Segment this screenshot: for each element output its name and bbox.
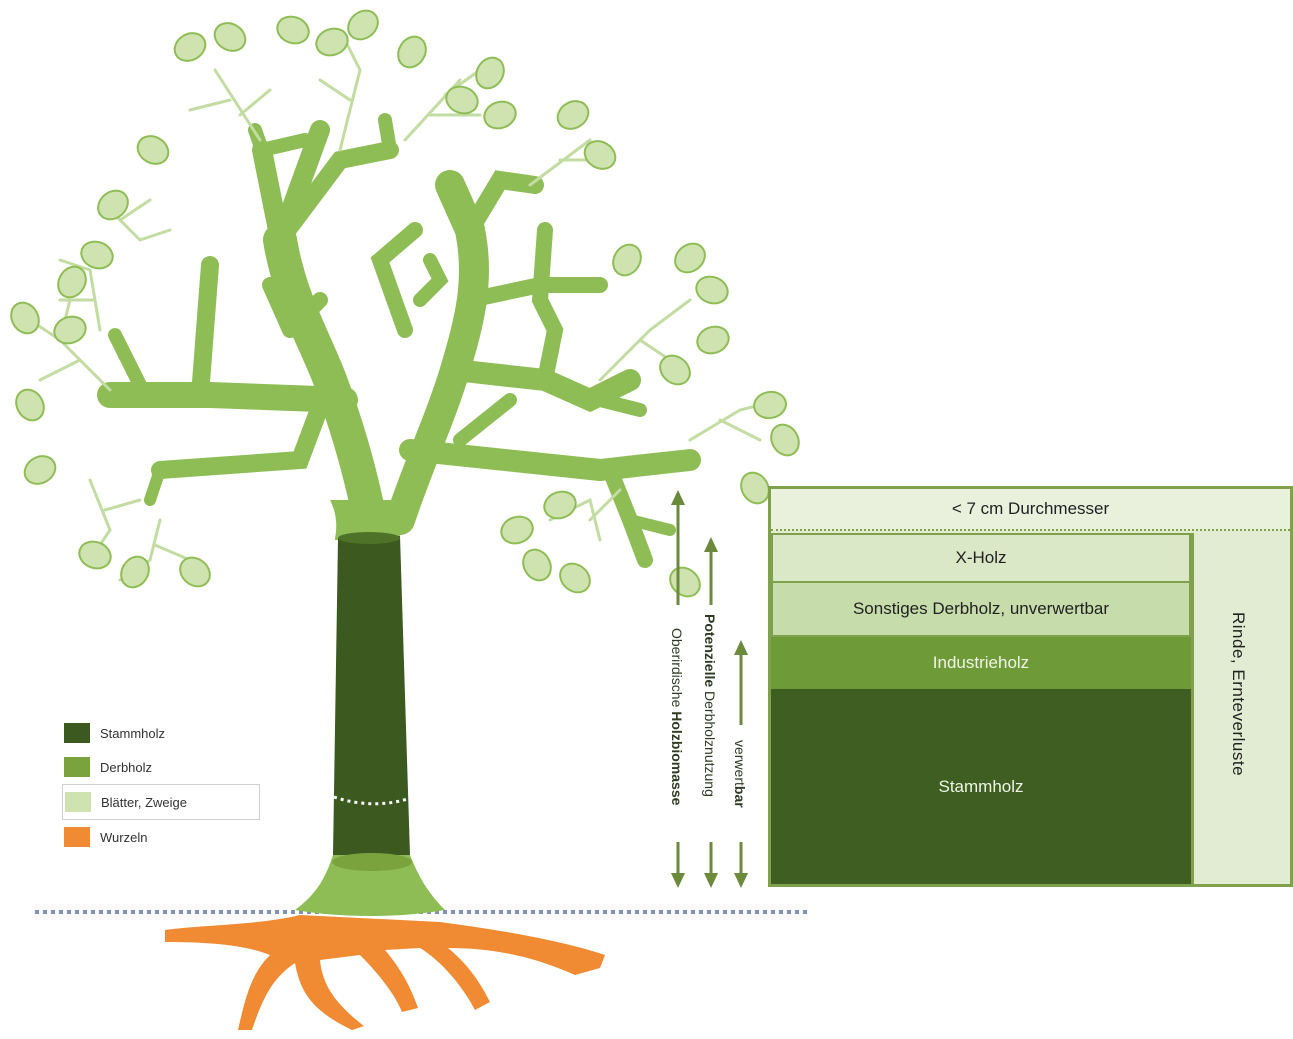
label-verwertbar-prefix: verwert	[732, 740, 748, 786]
box-xholz: X-Holz	[771, 533, 1191, 583]
leaves	[10, 9, 800, 598]
box-sonstiges-label: Sonstiges Derbholz, unverwertbar	[852, 599, 1110, 618]
legend-swatch-stammholz	[64, 723, 90, 743]
box-stammholz-label: Stammholz	[938, 776, 1024, 796]
box-industrieholz-label: Industrieholz	[932, 653, 1030, 672]
roots	[165, 915, 605, 1030]
legend-item-wurzeln: Wurzeln	[64, 820, 260, 854]
trunk	[295, 532, 445, 916]
label-oberirdische-bold: Holzbiomasse	[669, 711, 685, 806]
legend: Stammholz Derbholz Blätter, Zweige Wurze…	[62, 716, 260, 854]
box-sonstiges-derbholz: Sonstiges Derbholz, unverwertbar	[771, 583, 1191, 637]
box-rinde-divider	[1191, 533, 1194, 884]
legend-swatch-derbholz	[64, 757, 90, 777]
label-verwertbar: verwertbar	[732, 740, 748, 808]
box-industrieholz: Industrieholz	[771, 637, 1191, 689]
box-durchmesser: < 7 cm Durchmesser	[771, 489, 1290, 531]
branches	[97, 113, 701, 568]
legend-label-stammholz: Stammholz	[100, 725, 166, 741]
label-oberirdische-holzbiomasse: Oberirdische Holzbiomasse	[669, 628, 685, 806]
label-verwertbar-bold: bar	[732, 785, 748, 808]
legend-item-blaetter: Blätter, Zweige	[62, 784, 260, 820]
twigs	[28, 38, 782, 582]
legend-swatch-blaetter	[65, 792, 91, 812]
box-rinde-ernteverluste: Rinde, Ernteverluste	[1229, 612, 1248, 777]
legend-label-derbholz: Derbholz	[100, 759, 153, 775]
label-potenzielle-derbholznutzung: Potenzielle Derbholznutzung	[702, 614, 718, 797]
box-stammholz: Stammholz	[771, 689, 1191, 884]
arrows	[671, 490, 748, 888]
legend-item-derbholz: Derbholz	[64, 750, 260, 784]
legend-label-blaetter: Blätter, Zweige	[101, 794, 187, 810]
legend-item-stammholz: Stammholz	[64, 716, 260, 750]
label-oberirdische-prefix: Oberirdische	[669, 628, 685, 712]
trunk-crown-joint	[330, 500, 420, 540]
label-potenzielle-bold: Potenzielle	[702, 614, 718, 692]
box-durchmesser-label: < 7 cm Durchmesser	[951, 499, 1110, 518]
box-xholz-label: X-Holz	[955, 548, 1007, 567]
label-potenzielle-rest: Derbholznutzung	[702, 691, 718, 797]
legend-swatch-wurzeln	[64, 827, 90, 847]
legend-label-wurzeln: Wurzeln	[100, 829, 148, 845]
